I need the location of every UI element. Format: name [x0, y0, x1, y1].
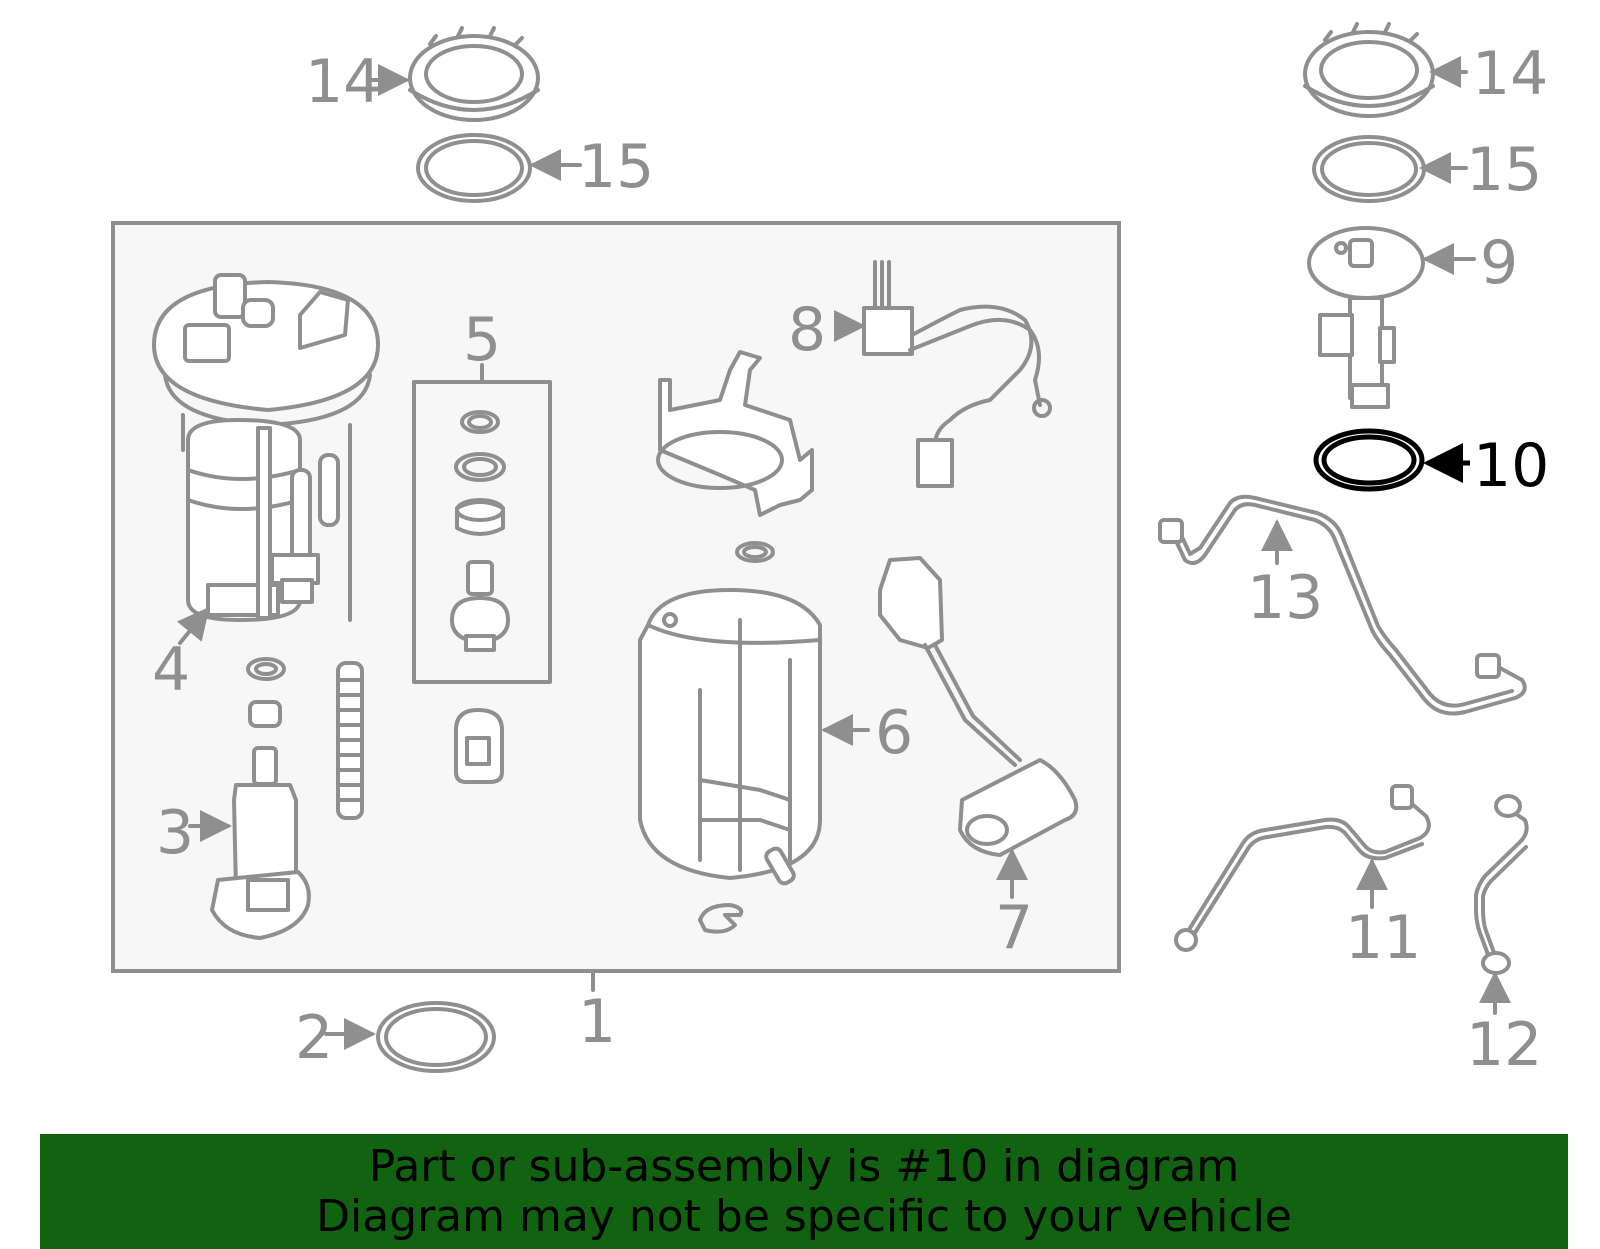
callout-7: 7 [995, 893, 1033, 963]
part-15-seal-right [1312, 135, 1426, 203]
banner-line-1: Part or sub-assembly is #10 in diagram [368, 1141, 1240, 1192]
callout-5: 5 [463, 305, 501, 375]
callout-15-right: 15 [1466, 135, 1542, 205]
callout-1: 1 [578, 987, 616, 1057]
part-12-fuel-tube [1474, 794, 1529, 975]
leader-arrows [176, 56, 1511, 1050]
retaining-clip [698, 903, 744, 934]
parts-diagram: 14 15 14 15 9 10 13 5 8 4 6 3 7 11 2 1 1… [111, 22, 1549, 1080]
callout-14-left: 14 [305, 47, 381, 117]
bolt-spring [336, 661, 364, 820]
part-6-reservoir [638, 588, 822, 886]
part-4-pump-module [152, 273, 380, 622]
callout-labels: 14 15 14 15 9 10 13 5 8 4 6 3 7 11 2 1 1… [152, 39, 1549, 1080]
part-3-pump-motor [210, 746, 311, 940]
small-collar [248, 700, 282, 728]
connector-clip [454, 708, 504, 784]
callout-8: 8 [788, 295, 826, 365]
banner-line-2: Diagram may not be specific to your vehi… [316, 1191, 1292, 1242]
part-10-seal-highlighted [1313, 428, 1425, 492]
callout-9: 9 [1480, 228, 1518, 298]
part-13-fuel-tube [1158, 494, 1527, 716]
callout-4: 4 [152, 635, 190, 705]
part-9-sub-pump-unit [1307, 226, 1425, 409]
part-5-kit-box [412, 380, 552, 684]
callout-3: 3 [156, 798, 194, 868]
callout-12: 12 [1466, 1010, 1542, 1080]
bracket-jet-pump [656, 350, 814, 563]
part-14-lock-ring-right [1303, 22, 1435, 118]
part-14-lock-ring-left [408, 26, 540, 122]
part-8-wire-harness [862, 260, 1052, 488]
part-15-seal-left [416, 133, 532, 203]
callout-13: 13 [1247, 563, 1323, 633]
callout-11: 11 [1345, 903, 1421, 973]
callout-10: 10 [1473, 431, 1549, 501]
part-2-seal [376, 1001, 496, 1073]
notice-banner: Part or sub-assembly is #10 in diagram D… [40, 1134, 1568, 1249]
part-7-level-sender [878, 556, 1079, 857]
part-11-fuel-tube [1174, 784, 1431, 952]
callout-14-right: 14 [1472, 39, 1548, 109]
small-o-ring [246, 657, 286, 681]
callout-2: 2 [295, 1003, 333, 1073]
callout-15-left: 15 [578, 132, 654, 202]
callout-6: 6 [875, 698, 913, 768]
